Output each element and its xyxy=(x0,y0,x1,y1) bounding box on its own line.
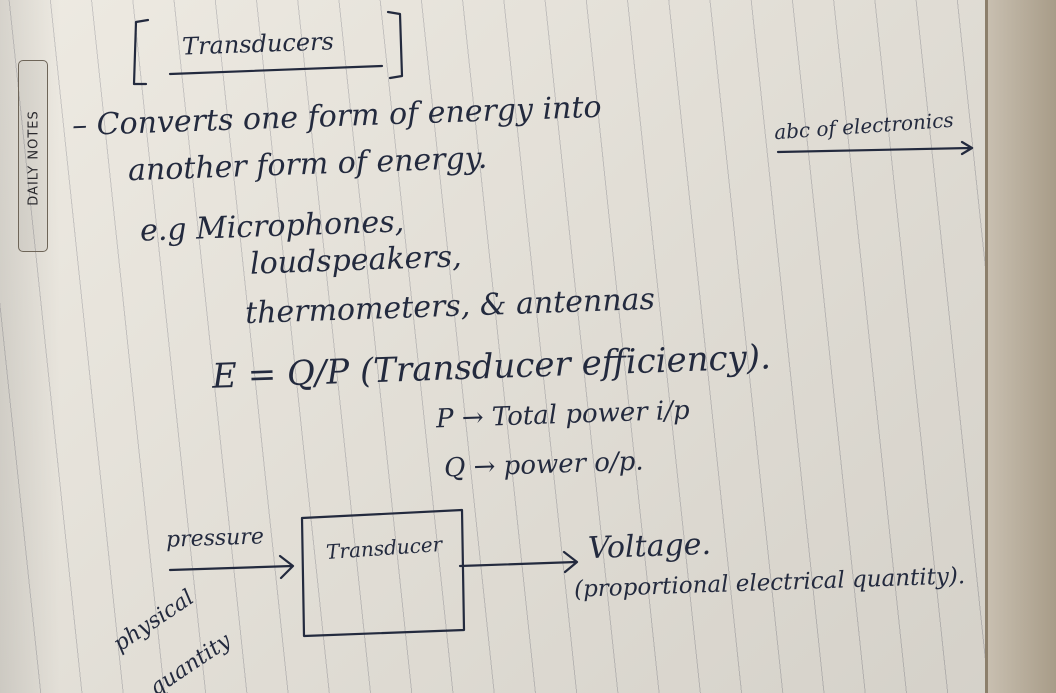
page-shadow xyxy=(0,0,60,693)
output-arrow xyxy=(458,550,579,574)
page-edge xyxy=(985,0,988,693)
examples-line-2: loudspeakers, xyxy=(249,239,463,282)
side-note-arrow xyxy=(776,140,974,156)
margin-tab xyxy=(18,60,48,252)
title-bracket-left xyxy=(132,18,150,86)
title-underline xyxy=(168,64,384,76)
diagram-output-label: Voltage. xyxy=(587,526,712,567)
transducer-box xyxy=(300,508,466,638)
background-surface xyxy=(988,0,1056,693)
examples-line-1: e.g Microphones, xyxy=(139,204,405,249)
page-title: Transducers xyxy=(181,27,335,61)
formula-definition-q: Q → power o/p. xyxy=(443,446,645,484)
diagram-input-label: pressure xyxy=(165,524,265,553)
input-arrow xyxy=(168,554,295,580)
title-bracket-right xyxy=(386,10,404,80)
